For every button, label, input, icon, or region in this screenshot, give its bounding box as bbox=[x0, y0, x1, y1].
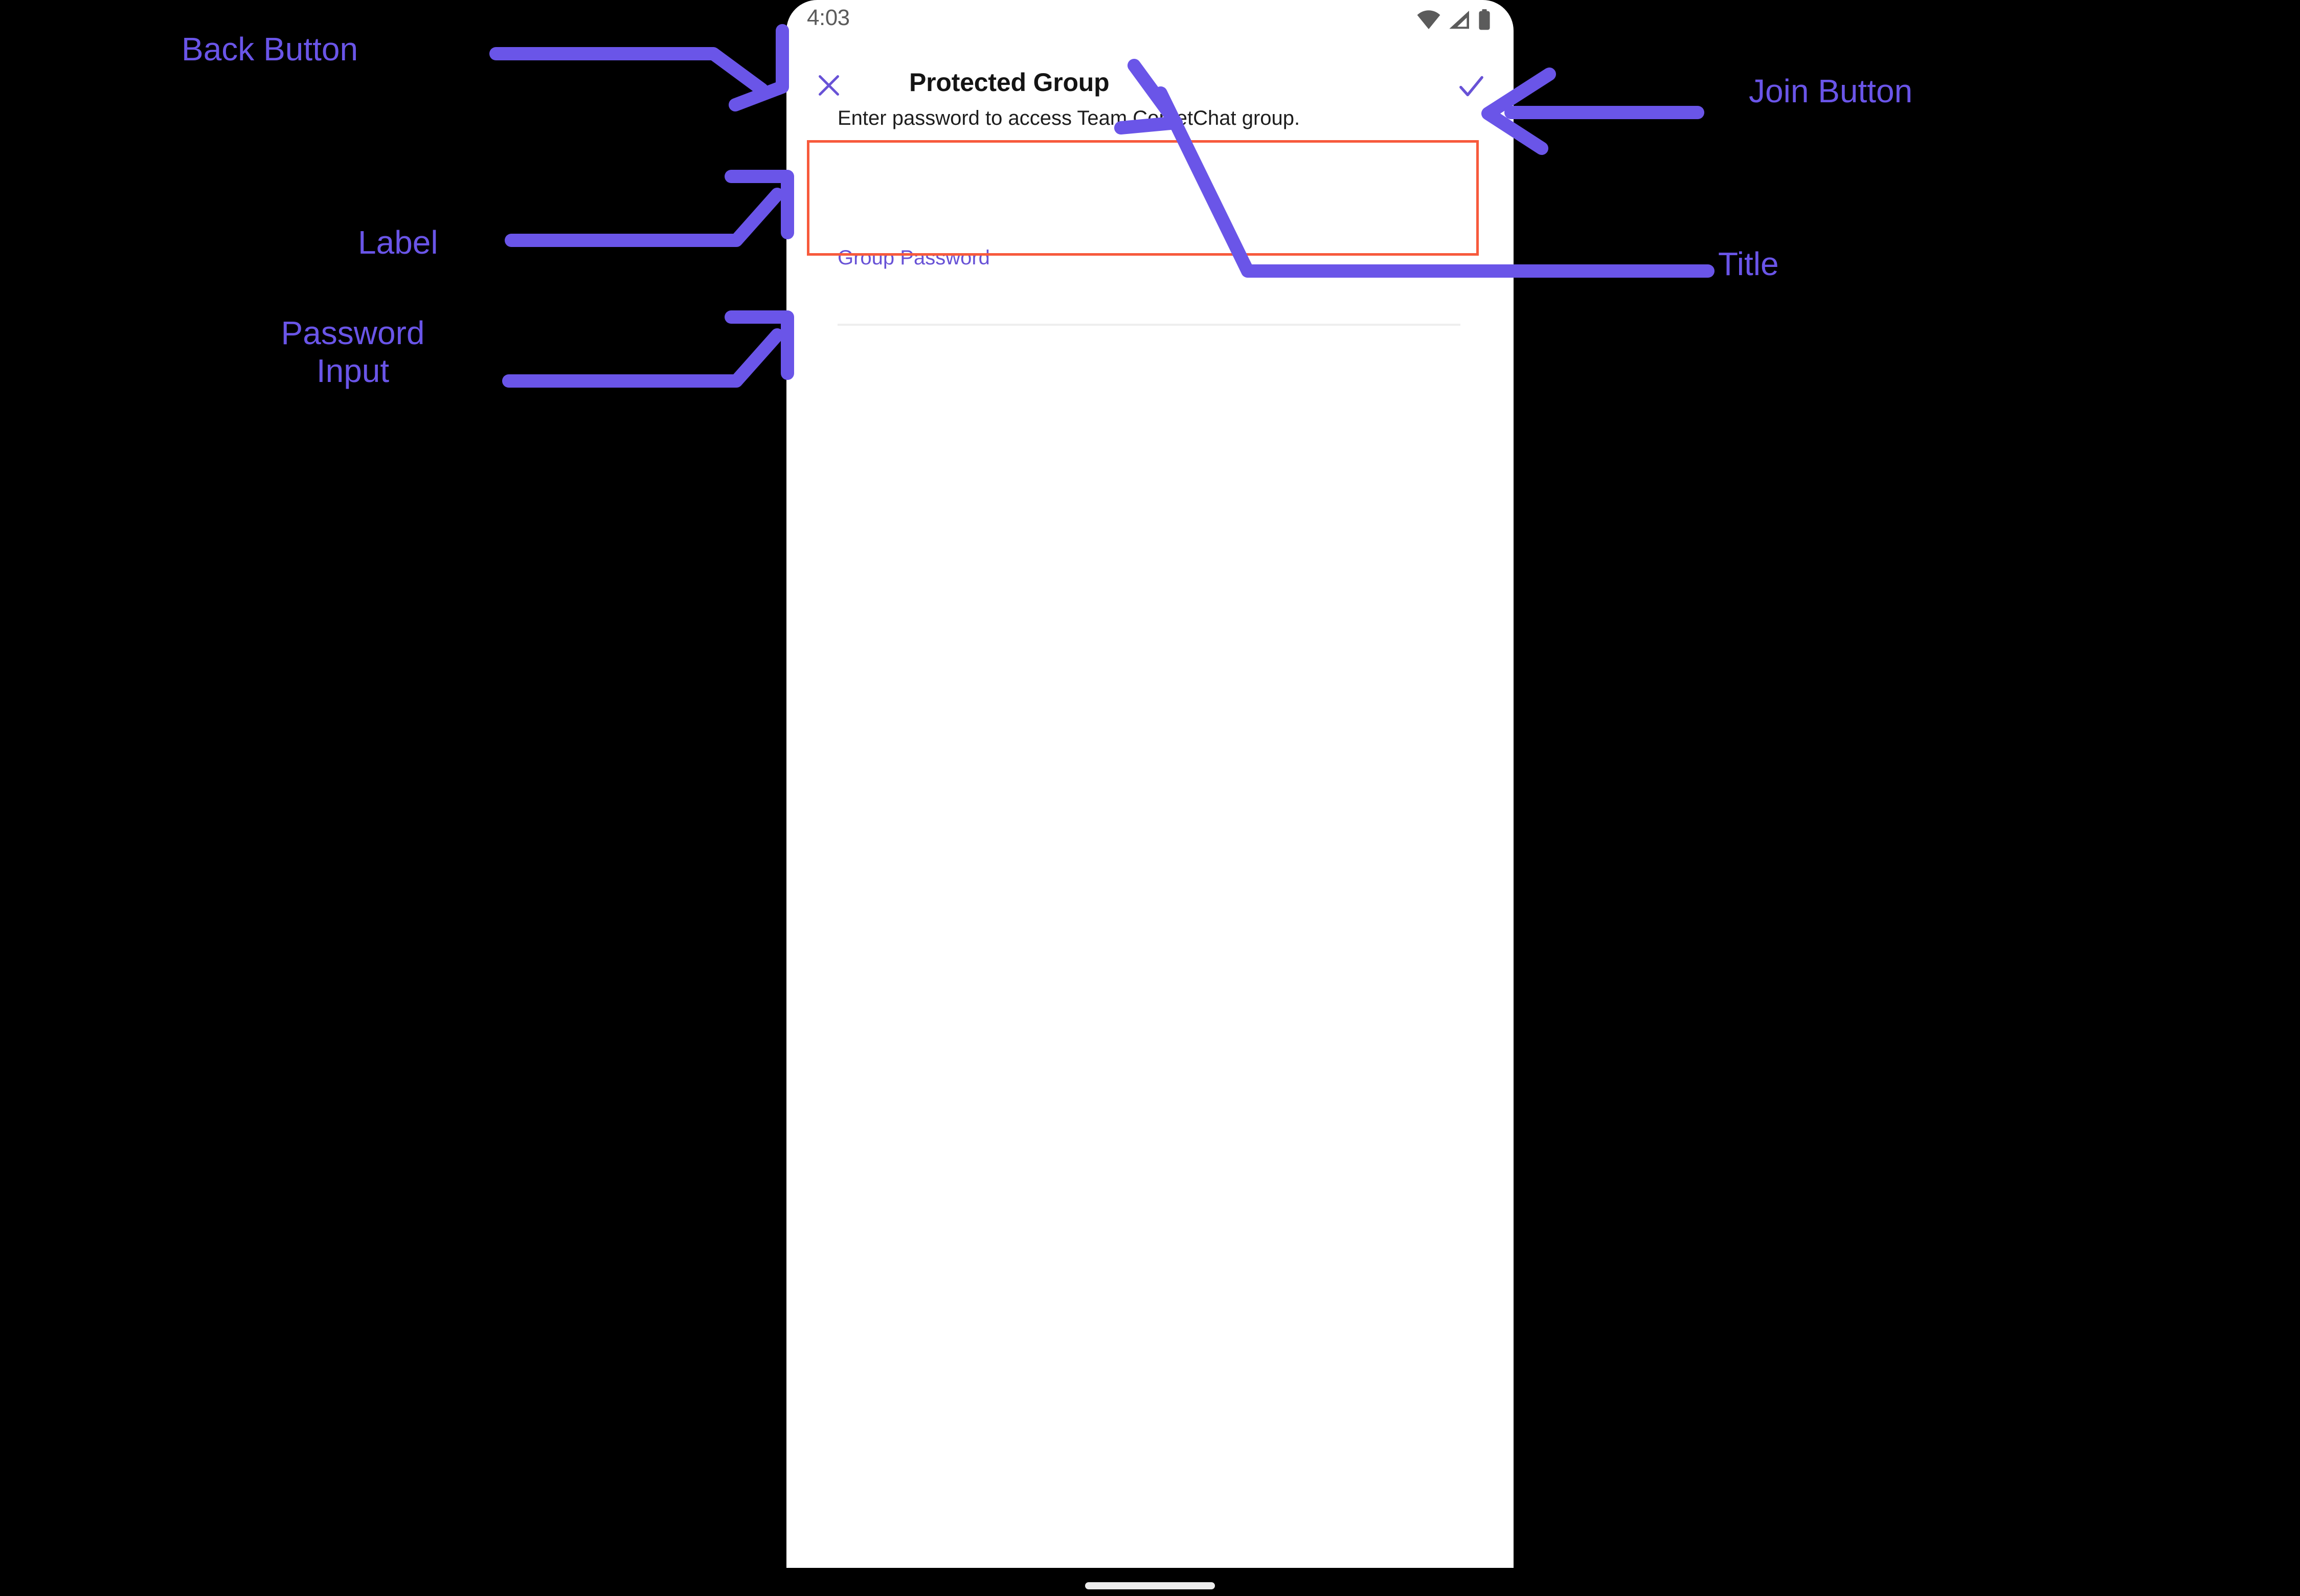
battery-icon bbox=[1478, 9, 1491, 31]
back-button[interactable] bbox=[807, 64, 851, 108]
annotation-text-back-button: Back Button bbox=[182, 31, 358, 68]
close-icon bbox=[815, 71, 843, 102]
annotation-text-password-input: Password Input bbox=[281, 314, 425, 389]
password-input[interactable] bbox=[838, 296, 1460, 326]
arrow-head-password-input bbox=[725, 310, 794, 380]
check-icon bbox=[1455, 71, 1487, 105]
page-title: Protected Group bbox=[909, 68, 1110, 97]
arrow-password-input bbox=[502, 328, 784, 388]
status-bar: 4:03 bbox=[786, 0, 1514, 47]
status-bar-clock: 4:03 bbox=[807, 5, 850, 30]
wifi-icon bbox=[1416, 10, 1441, 30]
app-bar: Protected Group bbox=[786, 47, 1514, 121]
arrow-head-label bbox=[725, 170, 794, 239]
password-label: Group Password bbox=[838, 246, 990, 269]
annotation-text-title: Title bbox=[1718, 245, 1779, 282]
password-field-group: Group Password bbox=[838, 245, 1460, 326]
join-button[interactable] bbox=[1449, 65, 1493, 109]
arrow-label bbox=[505, 188, 784, 247]
description-label: Enter password to access Team CometChat … bbox=[838, 107, 1300, 129]
annotation-text-label: Label bbox=[358, 224, 438, 261]
status-bar-icons bbox=[1416, 9, 1491, 31]
phone-screen: 4:03 bbox=[786, 0, 1514, 1568]
home-indicator-bar bbox=[786, 1568, 1514, 1596]
cellular-signal-icon bbox=[1448, 10, 1471, 30]
home-indicator[interactable] bbox=[1085, 1582, 1215, 1589]
arrow-head-back-button bbox=[729, 24, 789, 111]
annotation-text-join-button: Join Button bbox=[1749, 73, 1913, 109]
arrow-back-button bbox=[489, 47, 769, 96]
